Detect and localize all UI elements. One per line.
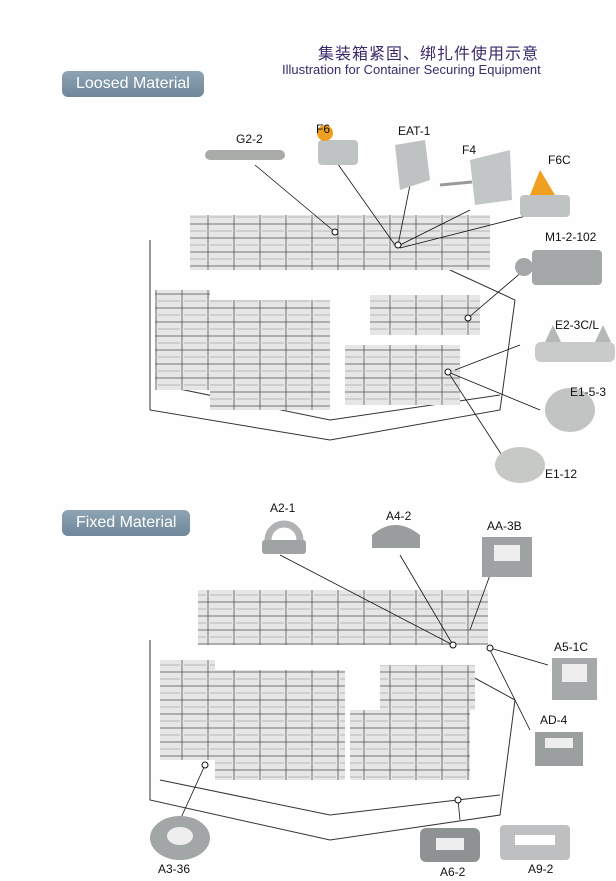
a4-2-part bbox=[372, 525, 420, 548]
f6-part bbox=[317, 125, 358, 165]
label-a6-2: A6-2 bbox=[440, 865, 466, 879]
label-a4-2: A4-2 bbox=[386, 509, 412, 523]
label-f6c: F6C bbox=[548, 153, 571, 167]
label-a5-1c: A5-1C bbox=[554, 640, 589, 654]
twistlock-bar-g2-2 bbox=[205, 150, 285, 160]
a6-2-part bbox=[420, 828, 480, 862]
hold-containers-center-fixed bbox=[215, 670, 345, 780]
ship-hull-fixed bbox=[149, 640, 516, 841]
f4-part bbox=[439, 150, 512, 205]
ad-4-part bbox=[535, 732, 583, 766]
hold-containers-left-fixed bbox=[160, 660, 215, 760]
label-m1-2-102: M1-2-102 bbox=[545, 230, 597, 244]
f6c-part bbox=[520, 170, 570, 217]
m1-2-102-part bbox=[515, 250, 602, 285]
label-a3-36: A3-36 bbox=[158, 862, 191, 876]
label-g2-2: G2-2 bbox=[236, 132, 263, 146]
title-english: Illustration for Container Securing Equi… bbox=[282, 62, 541, 77]
hold-containers-right-fixed bbox=[350, 710, 470, 780]
e2-3cl-part bbox=[535, 325, 615, 362]
hold-containers-left bbox=[155, 290, 210, 390]
label-ad-4: AD-4 bbox=[540, 713, 568, 727]
hold-containers-right-top bbox=[370, 295, 480, 335]
hold-containers-right-top-fixed bbox=[380, 665, 475, 710]
label-e1-5-3: E1-5-3 bbox=[570, 385, 607, 399]
label-f4: F4 bbox=[462, 143, 477, 157]
aa-3b-part bbox=[482, 537, 532, 577]
section-fixed-material: Fixed Material bbox=[62, 510, 191, 536]
a5-1c-part bbox=[552, 658, 597, 700]
hold-containers-right bbox=[345, 345, 460, 405]
section-loosed-material: Loosed Material bbox=[62, 71, 204, 97]
title-chinese: 集装箱紧固、绑扎件使用示意 bbox=[318, 46, 540, 63]
label-e1-12: E1-12 bbox=[545, 467, 578, 481]
deck-containers-fixed bbox=[198, 590, 488, 645]
hold-containers-center bbox=[210, 300, 330, 410]
a3-36-part bbox=[150, 816, 210, 860]
a2-1-part bbox=[262, 520, 306, 554]
a9-2-part bbox=[500, 825, 570, 860]
label-a2-1: A2-1 bbox=[270, 501, 296, 515]
eat-1-part bbox=[395, 140, 430, 190]
label-e2-3cl: E2-3C/L bbox=[555, 318, 600, 332]
e1-5-3-part bbox=[545, 388, 595, 432]
label-a9-2: A9-2 bbox=[528, 862, 554, 876]
label-aa-3b: AA-3B bbox=[487, 519, 522, 533]
deck-containers-loose bbox=[190, 215, 490, 270]
e1-12-part bbox=[495, 447, 545, 483]
label-eat-1: EAT-1 bbox=[398, 124, 431, 138]
label-f6: F6 bbox=[316, 122, 331, 136]
